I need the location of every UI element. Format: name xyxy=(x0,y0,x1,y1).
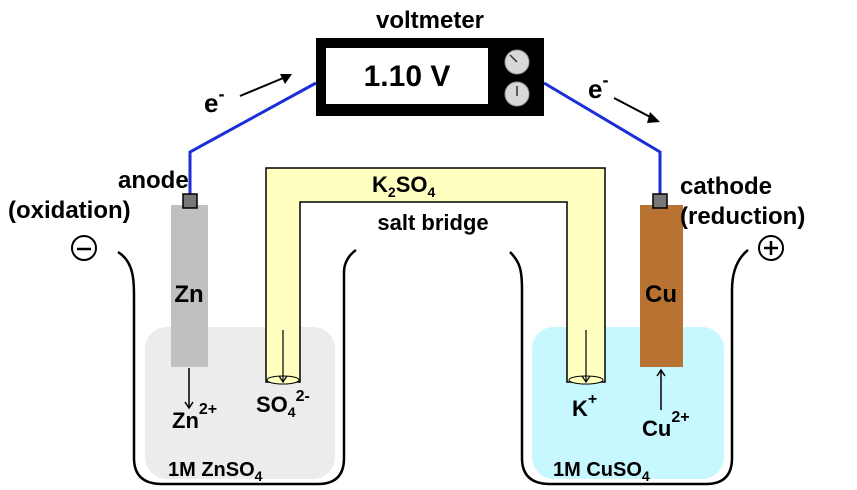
voltmeter-display xyxy=(326,48,488,104)
left-beaker xyxy=(117,248,357,486)
anode-title: anode xyxy=(118,167,189,194)
copper-electrode xyxy=(640,205,683,367)
left-electron-arrowhead xyxy=(280,74,292,84)
left-electron-arrow xyxy=(239,75,289,97)
cathode-terminal xyxy=(652,193,668,209)
positive-sign-icon xyxy=(758,235,784,261)
left-electron-label: e- xyxy=(204,84,224,118)
cation-arrowhead xyxy=(581,375,591,384)
right-beaker xyxy=(509,249,749,486)
bridge-formula: K2SO4 xyxy=(372,172,435,200)
anion-arrowhead xyxy=(278,375,288,384)
copper-label: Cu xyxy=(645,281,677,308)
right-wire xyxy=(543,81,662,195)
copper-ion-label: Cu2+ xyxy=(642,409,690,441)
zn-ion-arrowhead xyxy=(184,401,194,410)
cathode-title: cathode xyxy=(680,173,772,200)
salt-bridge-label: salt bridge xyxy=(377,210,488,235)
right-electron-label: e- xyxy=(588,70,608,104)
cu-ion-arrowhead xyxy=(656,368,666,377)
voltmeter-knob-top xyxy=(504,49,530,75)
cuso4-solution xyxy=(532,327,724,479)
anode-terminal xyxy=(182,193,198,209)
voltmeter-knob-bottom xyxy=(504,81,530,107)
negative-sign-icon xyxy=(71,235,97,261)
cuso4-label: 1M CuSO4 xyxy=(553,459,650,484)
zinc-electrode xyxy=(171,205,208,367)
left-wire xyxy=(188,81,317,195)
potassium-ion-label: K+ xyxy=(572,391,597,421)
cathode-process: (reduction) xyxy=(680,203,805,230)
zinc-label: Zn xyxy=(174,281,203,308)
anode-process: (oxidation) xyxy=(8,197,131,224)
voltmeter-reading: 1.10 V xyxy=(364,60,451,93)
znso4-label: 1M ZnSO4 xyxy=(168,459,263,484)
sulfate-ion-label: SO42- xyxy=(256,388,310,420)
right-electron-arrowhead xyxy=(647,112,660,123)
zinc-ion-label: Zn2+ xyxy=(172,401,217,433)
voltmeter-title: voltmeter xyxy=(376,7,484,34)
